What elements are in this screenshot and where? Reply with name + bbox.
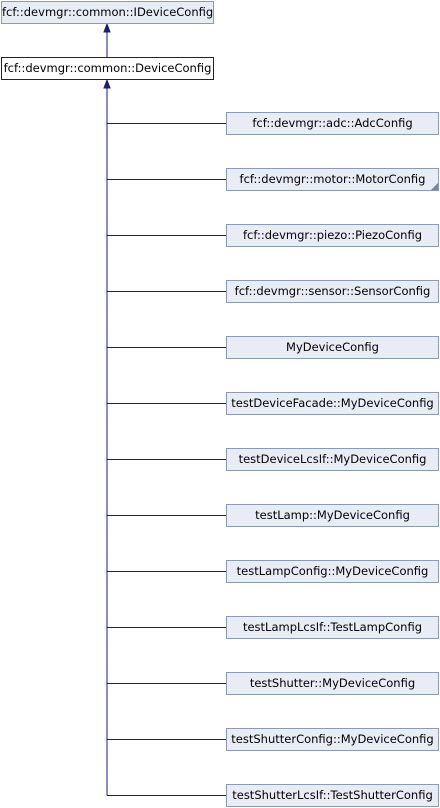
- derived-class-node-test-lamp-config-config[interactable]: testLampConfig::MyDeviceConfig: [226, 560, 439, 583]
- more-marker-icon: [431, 183, 438, 190]
- derived-class-node-test-shutter-lcsif-config[interactable]: testShutterLcsIf::TestShutterConfig: [226, 784, 439, 807]
- derived-class-node-my-device-config[interactable]: MyDeviceConfig: [226, 336, 439, 359]
- derived-class-node-test-lamp-lcsif-config[interactable]: testLampLcsIf::TestLampConfig: [226, 616, 439, 639]
- derived-class-node-test-lamp-config[interactable]: testLamp::MyDeviceConfig: [226, 504, 439, 527]
- derived-class-node-motor-config[interactable]: fcf::devmgr::motor::MotorConfig: [226, 168, 439, 191]
- derived-class-node-adc-config[interactable]: fcf::devmgr::adc::AdcConfig: [226, 112, 439, 135]
- derived-class-node-test-device-facade-config[interactable]: testDeviceFacade::MyDeviceConfig: [226, 392, 439, 415]
- current-class-node: fcf::devmgr::common::DeviceConfig: [1, 57, 214, 80]
- derived-class-node-piezo-config[interactable]: fcf::devmgr::piezo::PiezoConfig: [226, 224, 439, 247]
- base-class-node[interactable]: fcf::devmgr::common::IDeviceConfig: [1, 1, 214, 24]
- derived-class-node-test-device-lcsif-config[interactable]: testDeviceLcsIf::MyDeviceConfig: [226, 448, 439, 471]
- derived-class-node-sensor-config[interactable]: fcf::devmgr::sensor::SensorConfig: [226, 280, 439, 303]
- arrowhead-base: [103, 22, 111, 33]
- derived-class-node-test-shutter-config[interactable]: testShutter::MyDeviceConfig: [226, 672, 439, 695]
- derived-class-node-test-shutter-config-config[interactable]: testShutterConfig::MyDeviceConfig: [226, 728, 439, 751]
- arrowhead-current: [103, 78, 111, 89]
